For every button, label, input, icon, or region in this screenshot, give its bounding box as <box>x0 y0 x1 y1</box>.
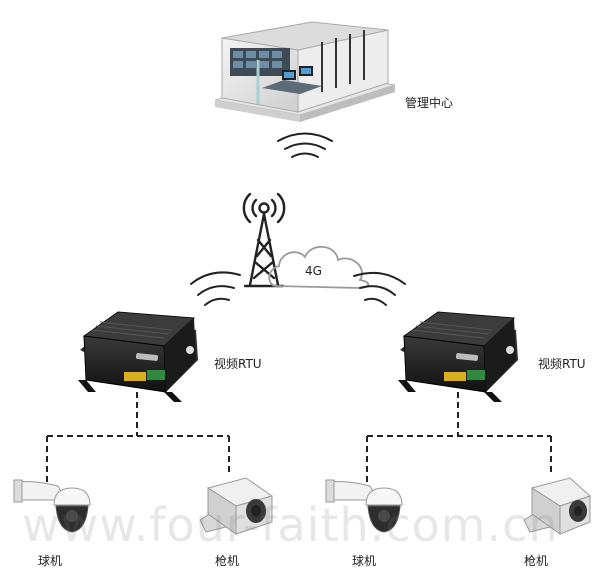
wireless-signal-icon <box>277 132 333 158</box>
cell-tower-icon <box>242 192 286 288</box>
dome-camera-left-label: 球机 <box>38 554 63 568</box>
connection-lines <box>46 392 552 482</box>
network-4g-label: 4G <box>305 264 322 278</box>
dome-camera-icon <box>13 479 91 533</box>
bullet-camera-icon <box>523 477 591 535</box>
bullet-camera-left-label: 枪机 <box>215 554 240 568</box>
wireless-signal-icon <box>190 271 241 306</box>
cloud-icon <box>268 245 370 289</box>
dome-camera-right-label: 球机 <box>352 554 377 568</box>
watermark: www.four-faith.com.cn <box>22 498 559 552</box>
rtu-right-label: 视频RTU <box>538 357 586 371</box>
bullet-camera-right-label: 枪机 <box>524 554 549 568</box>
wireless-signal-icon <box>353 271 406 306</box>
bullet-camera-icon <box>199 477 274 535</box>
dome-camera-icon <box>325 479 403 533</box>
control-room-icon <box>214 21 396 122</box>
management-center-label: 管理中心 <box>405 96 454 110</box>
rtu-left-label: 视频RTU <box>214 357 262 371</box>
video-rtu-device-icon <box>398 311 518 402</box>
video-rtu-device-icon <box>78 311 198 402</box>
